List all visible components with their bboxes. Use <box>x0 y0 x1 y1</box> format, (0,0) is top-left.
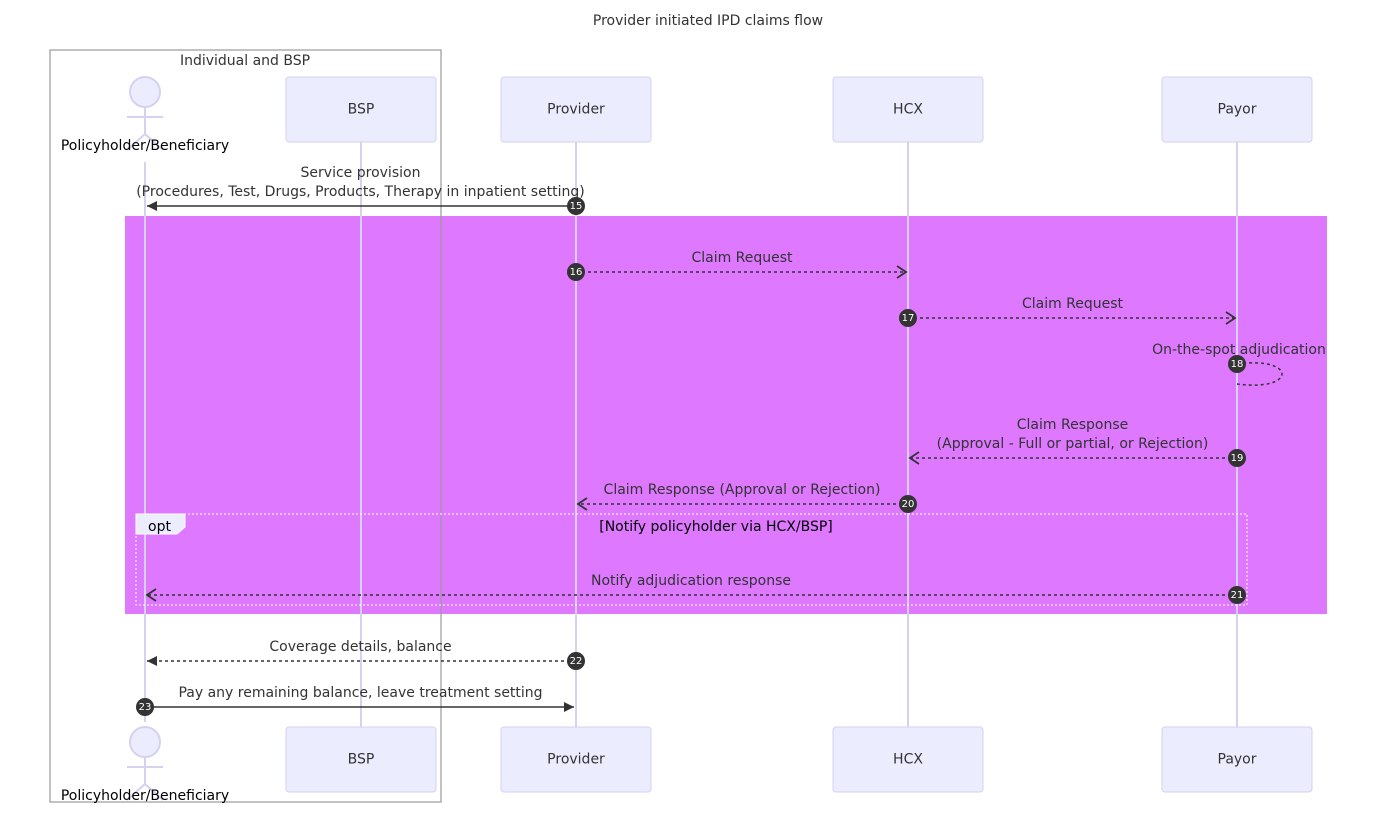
arrowhead <box>147 201 157 211</box>
sequence-number-badge <box>567 197 585 215</box>
actor-label-payor: Payor <box>1218 102 1257 118</box>
sequence-number-badge <box>1228 449 1246 467</box>
sequence-number: 15 <box>570 201 583 212</box>
message-23: Pay any remaining balance, leave treatme… <box>136 685 574 716</box>
message-label: Claim Request <box>1022 296 1124 312</box>
sequence-number-badge <box>567 652 585 670</box>
group-box-label: Individual and BSP <box>180 53 310 69</box>
actor-box-hcx <box>832 76 984 143</box>
actor-provider-top: Provider <box>500 76 652 143</box>
message-label: Pay any remaining balance, leave treatme… <box>178 685 542 701</box>
message-label: Claim Request <box>691 250 793 266</box>
arrowhead <box>908 451 920 465</box>
message-line <box>1236 362 1283 386</box>
sequence-number-badge <box>899 495 917 513</box>
diagram-title: Provider initiated IPD claims flow <box>593 13 823 29</box>
actor-label-bsp: BSP <box>348 752 375 768</box>
actors-top: Policyholder/Beneficiary BSP Provider HCX Pa… <box>61 76 1313 154</box>
sequence-number-badge <box>136 698 154 716</box>
sequence-number: 17 <box>902 313 915 324</box>
message-label: Coverage details, balance <box>269 639 451 655</box>
message-label: On-the-spot adjudication <box>1152 342 1326 358</box>
actor-hcx-bottom: HCX <box>832 726 984 793</box>
sequence-number: 22 <box>570 656 583 667</box>
message-label: Notify adjudication response <box>591 573 791 589</box>
actor-label-payor: Payor <box>1218 752 1257 768</box>
highlight-block <box>125 216 1327 614</box>
actor-box-hcx <box>832 726 984 793</box>
sequence-number: 23 <box>139 702 152 713</box>
actor-label-hcx: HCX <box>893 752 923 768</box>
person-icon <box>129 76 161 108</box>
message-17: Claim Request 17 <box>899 296 1237 327</box>
arrowhead <box>896 265 908 279</box>
message-16: Claim Request 16 <box>567 250 908 281</box>
arrowhead <box>147 656 157 666</box>
sequence-number: 20 <box>902 499 915 510</box>
opt-frame <box>135 513 1248 606</box>
sequence-number: 18 <box>1231 359 1244 370</box>
actor-label-provider: Provider <box>547 752 605 768</box>
message-label: Claim Response (Approval or Rejection) <box>604 482 881 498</box>
sequence-number: 21 <box>1231 590 1244 601</box>
opt-block: opt [Notify policyholder via HCX/BSP] <box>135 513 1248 606</box>
actor-box-payor <box>1161 726 1313 793</box>
message-label: (Procedures, Test, Drugs, Products, Ther… <box>136 184 585 200</box>
actor-policyholder-bottom: Policyholder/Beneficiary <box>61 726 229 804</box>
sequence-number: 16 <box>570 267 583 278</box>
actor-label-bsp: BSP <box>348 102 375 118</box>
person-leg-right <box>144 133 164 151</box>
opt-tag-label: opt <box>148 519 171 535</box>
arrowhead <box>145 588 157 602</box>
actor-payor-bottom: Payor <box>1161 726 1313 793</box>
arrowhead <box>576 497 588 511</box>
sequence-number-badge <box>1228 355 1246 373</box>
actor-box-bsp <box>285 726 437 793</box>
actor-box-payor <box>1161 76 1313 143</box>
person-leg-left <box>126 783 146 801</box>
actor-label-policyholder: Policyholder/Beneficiary <box>61 138 229 154</box>
actor-label-hcx: HCX <box>893 102 923 118</box>
sequence-number-badge <box>567 263 585 281</box>
opt-condition: [Notify policyholder via HCX/BSP] <box>599 519 833 535</box>
actor-hcx-top: HCX <box>832 76 984 143</box>
message-label: Claim Response <box>1017 417 1128 433</box>
actor-label-provider: Provider <box>547 102 605 118</box>
sequence-number-badge <box>1228 586 1246 604</box>
message-label: (Approval - Full or partial, or Rejectio… <box>937 436 1209 452</box>
actor-policyholder-top: Policyholder/Beneficiary <box>61 76 229 154</box>
message-19: Claim Response (Approval - Full or partia… <box>908 417 1246 467</box>
person-leg-right <box>144 783 164 801</box>
sequence-number-badge <box>899 309 917 327</box>
actor-provider-bottom: Provider <box>500 726 652 793</box>
sequence-number: 19 <box>1231 453 1244 464</box>
actor-box-bsp <box>285 76 437 143</box>
actor-bsp-top: BSP <box>285 76 437 143</box>
message-20: Claim Response (Approval or Rejection) 20 <box>576 482 917 513</box>
actor-box-provider <box>500 76 652 143</box>
opt-tag <box>135 513 186 535</box>
actors-bottom: Policyholder/Beneficiary BSP Provider HCX Pa… <box>61 726 1313 804</box>
actor-bsp-bottom: BSP <box>285 726 437 793</box>
arrowhead <box>1225 311 1237 325</box>
actor-box-provider <box>500 726 652 793</box>
actor-payor-top: Payor <box>1161 76 1313 143</box>
actor-label-policyholder: Policyholder/Beneficiary <box>61 788 229 804</box>
message-22: Coverage details, balance 22 <box>147 639 585 670</box>
message-21: Notify adjudication response 21 <box>145 573 1246 604</box>
person-leg-left <box>126 133 146 151</box>
group-box-individual-bsp <box>49 49 442 803</box>
message-15: Service provision (Procedures, Test, Drug… <box>136 165 585 215</box>
lifelines <box>144 142 1238 727</box>
arrowhead <box>564 702 574 712</box>
messages: Service provision (Procedures, Test, Drug… <box>136 165 1326 716</box>
person-icon <box>129 726 161 758</box>
message-label: Service provision <box>301 165 421 181</box>
